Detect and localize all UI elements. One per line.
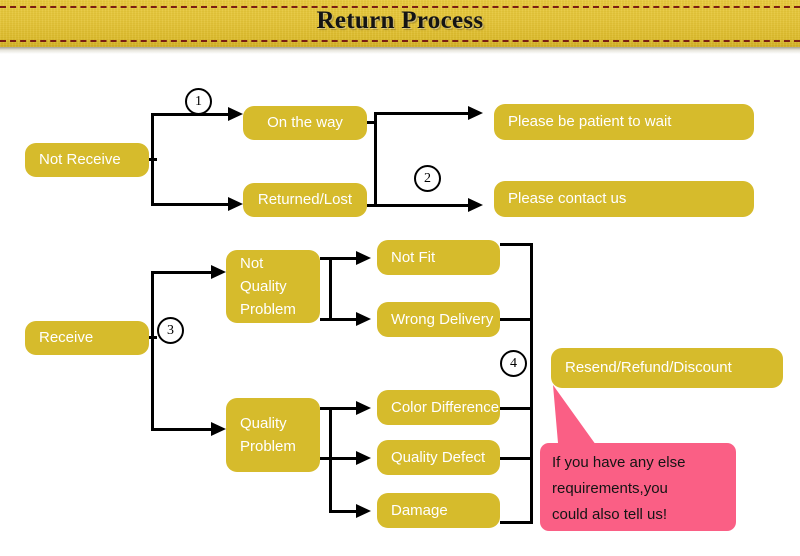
arrow-to-quality-problem	[211, 422, 226, 436]
node-on-the-way[interactable]: On the way	[243, 106, 367, 140]
connector-rail-not-fit	[500, 243, 533, 246]
connector-to-returned-lost	[151, 203, 233, 206]
connector-not-receive-split	[151, 113, 154, 206]
connector-to-not-quality-problem	[151, 271, 216, 274]
connector-to-quality-problem	[151, 428, 216, 431]
node-not-quality-problem[interactable]: Not Quality Problem	[226, 250, 320, 323]
node-please-be-patient-to-wait[interactable]: Please be patient to wait	[494, 104, 754, 140]
connector-nqp-upper-stem	[320, 257, 332, 260]
node-receive[interactable]: Receive	[25, 321, 149, 355]
arrow-to-damage	[356, 504, 371, 518]
callout-message: If you have any else requirements,you co…	[552, 454, 686, 523]
connector-to-quality-defect	[329, 457, 361, 460]
connector-to-on-the-way	[151, 113, 233, 116]
arrow-to-please-wait	[468, 106, 483, 120]
connector-rail-color-difference	[500, 407, 533, 410]
connector-to-color-difference	[329, 407, 361, 410]
arrow-to-wrong-delivery	[356, 312, 371, 326]
connector-outcome-rail	[530, 243, 533, 524]
arrow-to-on-the-way	[228, 107, 243, 121]
page-title: Return Process	[316, 7, 484, 34]
node-resend-refund-discount[interactable]: Resend/Refund/Discount	[551, 348, 783, 388]
connector-results-split	[374, 112, 377, 207]
node-quality-problem[interactable]: Quality Problem	[226, 398, 320, 472]
connector-rail-wrong-delivery	[500, 318, 533, 321]
node-wrong-delivery[interactable]: Wrong Delivery	[377, 302, 500, 337]
connector-to-please-wait	[374, 112, 474, 115]
connector-nqp-split	[329, 257, 332, 321]
header-shadow	[0, 47, 800, 54]
arrow-to-not-quality-problem	[211, 265, 226, 279]
connector-rail-damage	[500, 521, 533, 524]
step-marker-3: 3	[157, 317, 184, 344]
node-not-receive[interactable]: Not Receive	[25, 143, 149, 177]
connector-rail-quality-defect	[500, 457, 533, 460]
node-not-fit[interactable]: Not Fit	[377, 240, 500, 275]
callout-tail-icon	[553, 385, 640, 445]
connector-qp-mid-stem	[320, 457, 332, 460]
connector-to-wrong-delivery	[329, 318, 361, 321]
connector-returned-lost-stem	[367, 204, 377, 207]
arrow-to-quality-defect	[356, 451, 371, 465]
callout-bubble	[540, 443, 736, 531]
header-dashed-line-top	[0, 6, 800, 8]
connector-receive-split	[151, 271, 154, 431]
node-please-contact-us[interactable]: Please contact us	[494, 181, 754, 217]
node-color-difference[interactable]: Color Difference	[377, 390, 500, 425]
node-returned-lost[interactable]: Returned/Lost	[243, 183, 367, 217]
connector-to-damage	[329, 510, 361, 513]
step-marker-4: 4	[500, 350, 527, 377]
step-marker-2: 2	[414, 165, 441, 192]
step-marker-1: 1	[185, 88, 212, 115]
connector-qp-upper-stem	[320, 407, 332, 410]
arrow-to-please-contact	[468, 198, 483, 212]
node-damage[interactable]: Damage	[377, 493, 500, 528]
arrow-to-not-fit	[356, 251, 371, 265]
connector-nqp-lower-stem	[320, 318, 332, 321]
node-quality-defect[interactable]: Quality Defect	[377, 440, 500, 475]
arrow-to-color-difference	[356, 401, 371, 415]
arrow-to-returned-lost	[228, 197, 243, 211]
connector-to-please-contact	[374, 204, 474, 207]
connector-to-not-fit	[329, 257, 361, 260]
connector-on-the-way-stem	[367, 121, 377, 124]
header-dashed-line-bottom	[0, 40, 800, 42]
